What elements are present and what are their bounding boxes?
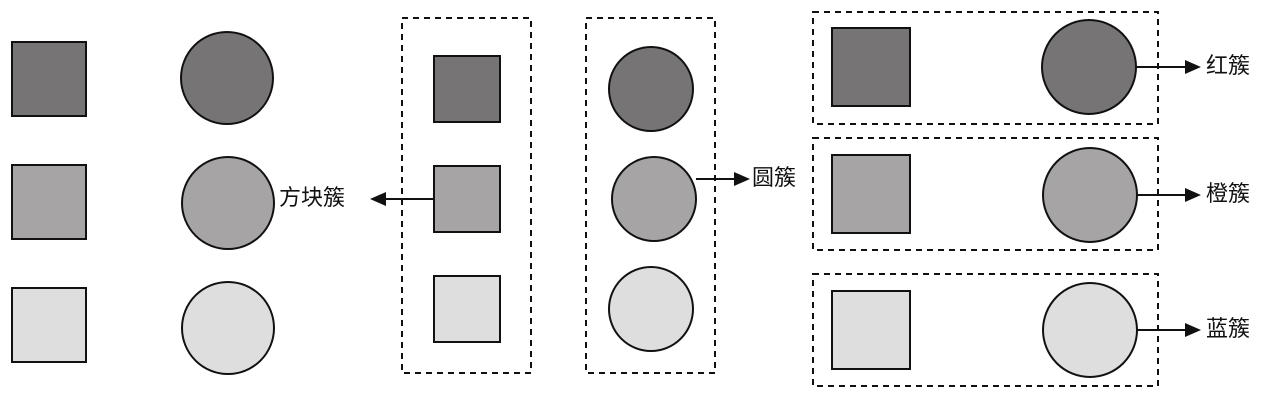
- circle-cluster-arrow-head: [734, 172, 750, 186]
- orange-cluster-arrow-head: [1185, 188, 1201, 202]
- orange-cluster-group: 橙簇: [812, 137, 1250, 251]
- red-cluster-group: 红簇: [812, 11, 1250, 125]
- circle-cluster-group: 圆簇: [585, 17, 796, 374]
- orange-cluster-label: 橙簇: [1206, 182, 1250, 207]
- circle-dark: [180, 31, 274, 125]
- circle-light: [181, 281, 275, 375]
- blue-cluster-group: 蓝簇: [812, 273, 1250, 387]
- blue-cluster-arrow-head: [1185, 323, 1201, 337]
- circle-medium: [181, 156, 275, 250]
- shape-clusters: 方块簇 圆簇: [279, 17, 796, 374]
- circle-medium: [611, 156, 697, 242]
- circle-dark: [1041, 19, 1137, 115]
- square-light: [11, 287, 87, 363]
- circle-light: [1042, 282, 1138, 378]
- square-light: [433, 275, 501, 343]
- circle-dark: [608, 46, 694, 132]
- square-medium: [831, 154, 911, 234]
- color-clusters: 红簇 橙簇 蓝簇: [812, 11, 1250, 387]
- square-medium: [433, 165, 501, 233]
- red-cluster-label: 红簇: [1206, 54, 1250, 79]
- ungrouped-shapes: [11, 31, 275, 375]
- red-cluster-arrow-head: [1185, 60, 1201, 74]
- square-cluster-arrow-head: [370, 192, 386, 206]
- circle-cluster-label: 圆簇: [752, 166, 796, 191]
- square-medium: [11, 164, 87, 240]
- circle-medium: [1042, 147, 1138, 243]
- square-cluster-label: 方块簇: [279, 186, 345, 211]
- square-dark: [433, 55, 501, 123]
- square-dark: [831, 27, 911, 107]
- square-cluster-group: 方块簇: [279, 17, 532, 374]
- circle-light: [608, 266, 694, 352]
- square-light: [831, 290, 911, 370]
- blue-cluster-label: 蓝簇: [1206, 317, 1250, 342]
- square-dark: [11, 41, 87, 117]
